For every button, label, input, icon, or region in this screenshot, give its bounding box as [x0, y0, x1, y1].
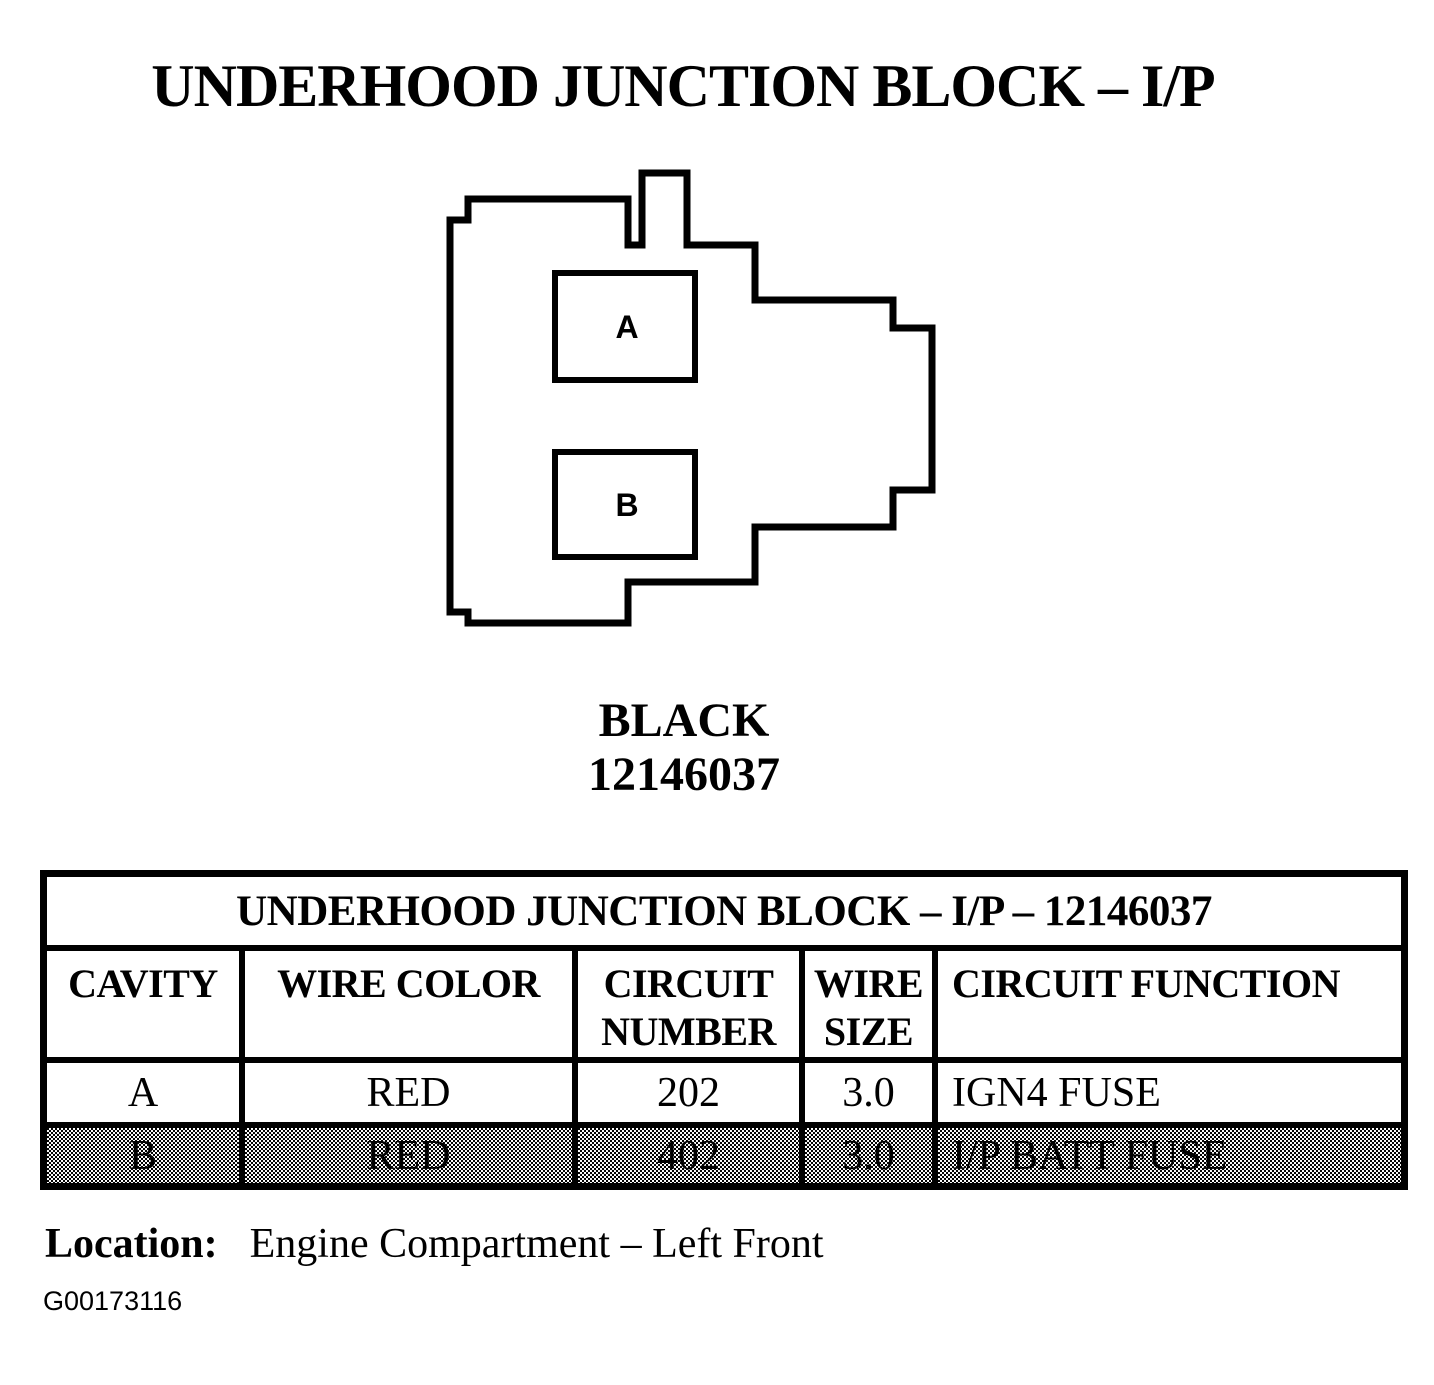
cavity-b-box [552, 449, 698, 560]
figure-id: G00173116 [43, 1286, 183, 1316]
column-header-wire-size: WIRE SIZE [799, 945, 932, 1057]
connector-color-label: BLACK [598, 694, 770, 747]
table-row-a-cavity: A [47, 1057, 239, 1122]
table-row-b-wire-color: RED [239, 1122, 572, 1183]
location-value: Engine Compartment – Left Front [249, 1221, 824, 1267]
connector-part-number: 12146037 [588, 747, 780, 801]
page-title: UNDERHOOD JUNCTION BLOCK – I/P [151, 53, 1215, 119]
table-row-a-circuit-number: 202 [572, 1057, 799, 1122]
table-row-a-circuit-function: IGN4 FUSE [932, 1057, 1401, 1122]
location-label: Location: [45, 1221, 218, 1267]
pinout-table: UNDERHOOD JUNCTION BLOCK – I/P – 1214603… [40, 870, 1408, 1190]
connector-caption: BLACK 12146037 [484, 694, 884, 802]
cavity-b-label: B [615, 487, 638, 523]
column-header-circuit-number: CIRCUIT NUMBER [572, 945, 799, 1057]
cavity-a-label: A [615, 309, 638, 345]
table-row-b-cavity: B [47, 1122, 239, 1183]
table-row-a-wire-size: 3.0 [799, 1057, 932, 1122]
table-row-b-circuit-function: I/P BATT FUSE [932, 1122, 1401, 1183]
table-row-a-wire-color: RED [239, 1057, 572, 1122]
location-line: Location: Engine Compartment – Left Front [45, 1220, 824, 1268]
column-header-cavity: CAVITY [47, 945, 239, 1057]
table-row-b-wire-size: 3.0 [799, 1122, 932, 1183]
cavity-a-box [552, 270, 698, 383]
column-header-circuit-function: CIRCUIT FUNCTION [932, 945, 1401, 1057]
table-title: UNDERHOOD JUNCTION BLOCK – I/P – 1214603… [236, 887, 1212, 935]
connector-outline [446, 169, 936, 627]
column-header-wire-color: WIRE COLOR [239, 945, 572, 1057]
table-row-b-circuit-number: 402 [572, 1122, 799, 1183]
